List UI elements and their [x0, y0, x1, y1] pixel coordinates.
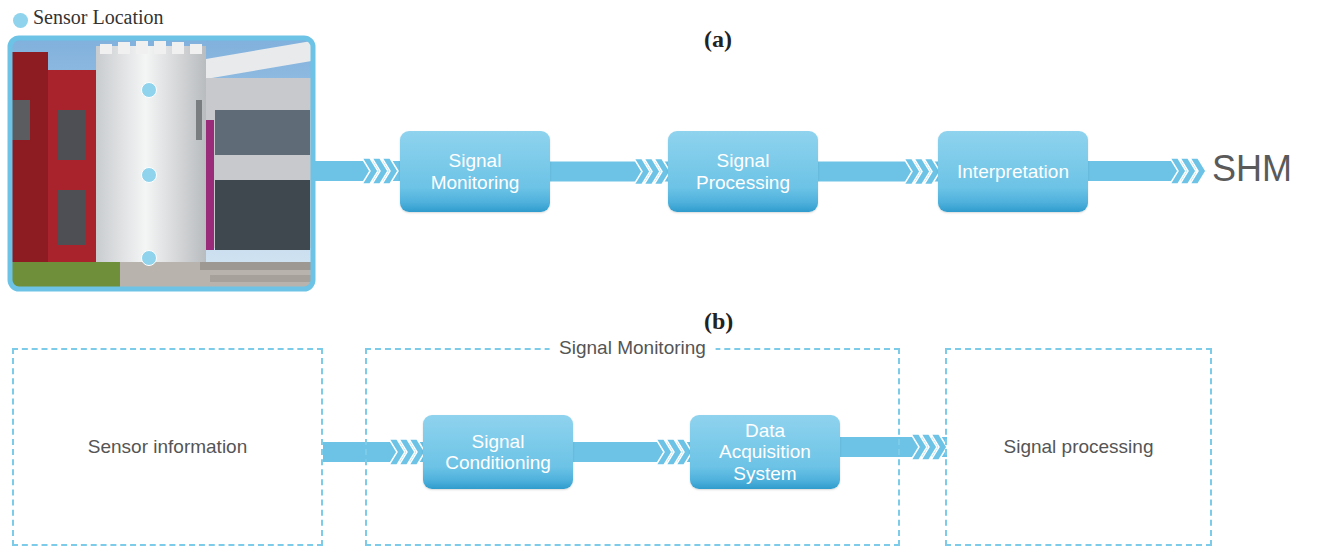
box-text: Sensor information: [88, 436, 247, 458]
flow-arrow: [1086, 158, 1206, 184]
process-box: Interpretation: [938, 131, 1088, 212]
process-box: Signal Conditioning: [423, 415, 573, 489]
group-heading: Signal Monitoring: [549, 337, 716, 359]
legend-text: Sensor Location: [33, 6, 164, 29]
output-label: SHM: [1212, 148, 1292, 190]
dashed-group: Signal MonitoringSignal ConditioningData…: [365, 348, 900, 546]
sensor-dots: [142, 83, 157, 266]
dashed-group: Signal processing: [945, 348, 1212, 546]
panel-label: (a): [704, 26, 732, 53]
flow-arrow: [550, 159, 670, 185]
box-text: Signal Conditioning: [431, 431, 565, 474]
box-text: Signal Monitoring: [408, 150, 542, 193]
flow-arrow: [315, 158, 402, 184]
legend-swatch: [13, 13, 28, 28]
flow-arrow: [323, 439, 425, 465]
process-box: Signal Processing: [668, 131, 818, 212]
dashed-group: Sensor information: [12, 348, 323, 546]
box-text: Signal Processing: [676, 150, 810, 193]
building-photo: [10, 38, 313, 289]
flow-arrow: [840, 434, 947, 460]
box-text: Data Acquisition System: [698, 420, 832, 484]
box-text: Signal processing: [1004, 436, 1154, 458]
flow-arrow: [818, 159, 940, 185]
process-box: Signal Monitoring: [400, 131, 550, 212]
box-text: Interpretation: [957, 161, 1069, 182]
panel-label: (b): [704, 308, 733, 335]
photo-frame: [10, 38, 313, 289]
flow-arrow: [573, 439, 692, 465]
process-box: Data Acquisition System: [690, 415, 840, 489]
